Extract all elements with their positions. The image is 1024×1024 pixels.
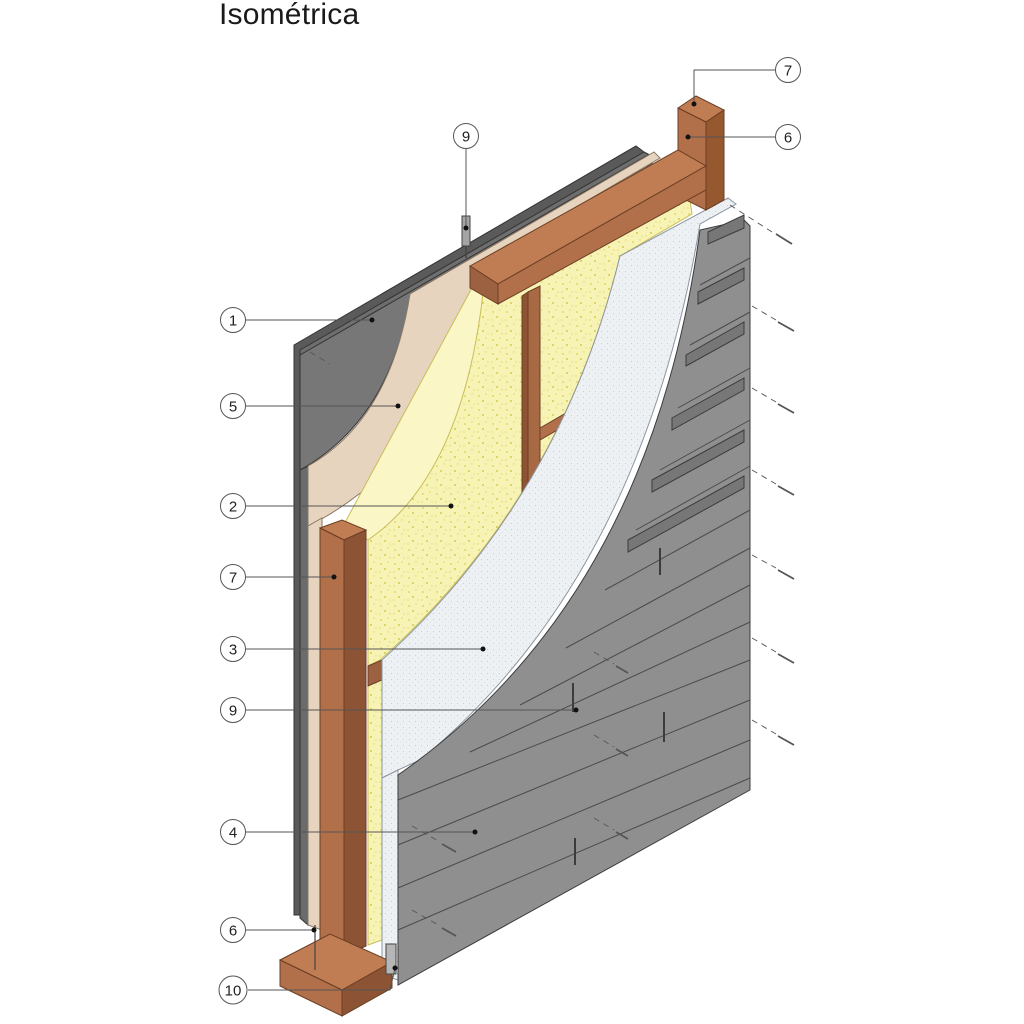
callout-7-right-label: 7: [784, 63, 792, 80]
callouts: 1 5 2 7 3 9: [218, 57, 801, 1005]
fasteners: [309, 204, 795, 937]
callout-1: 1: [220, 307, 375, 333]
callout-2: 2: [220, 493, 454, 519]
callout-6-bottom-label: 6: [229, 923, 237, 940]
callout-7-left-label: 7: [229, 570, 237, 587]
callout-7-left: 7: [220, 564, 337, 590]
callout-10: 10: [218, 965, 398, 1005]
bottom-plate: [278, 933, 394, 1017]
callout-9-left: 9: [220, 697, 579, 723]
callout-7-right: 7: [691, 57, 801, 107]
top-plate: [469, 149, 708, 305]
callout-9-top-label: 9: [462, 129, 470, 146]
metal-hardware: [314, 215, 471, 975]
callout-3-label: 3: [229, 642, 237, 659]
callout-5: 5: [220, 393, 401, 419]
left-front-stud: [318, 519, 368, 957]
callout-5-label: 5: [229, 399, 237, 416]
callout-6-top: 6: [685, 124, 801, 150]
siding-layer: [397, 214, 751, 986]
callout-3: 3: [220, 636, 486, 662]
callout-10-label: 10: [225, 983, 242, 1000]
callout-2-label: 2: [229, 499, 237, 516]
callout-9-top: 9: [453, 123, 479, 231]
callout-4: 4: [220, 819, 478, 845]
page-title: Isométrica: [219, 0, 360, 31]
callout-9-left-label: 9: [229, 703, 237, 720]
callout-6-top-label: 6: [784, 130, 792, 147]
callout-4-label: 4: [229, 825, 237, 842]
callout-6-bottom: 6: [220, 917, 317, 943]
callout-1-label: 1: [229, 313, 237, 330]
